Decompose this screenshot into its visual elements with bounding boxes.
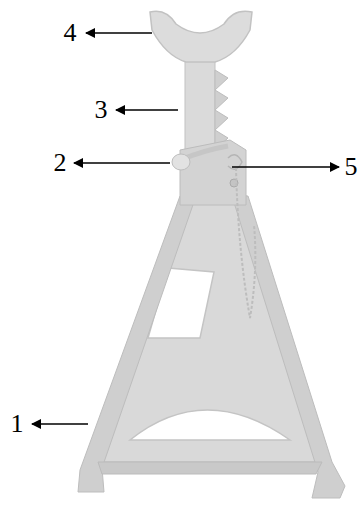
callout-number: 2: [54, 150, 67, 176]
chain: [236, 168, 255, 318]
callout-number: 4: [64, 20, 77, 46]
foot-plate: [98, 462, 322, 474]
callout-number: 5: [345, 154, 358, 180]
leader-arrow: [116, 109, 178, 111]
callout-number: 1: [11, 411, 24, 437]
right-leg: [232, 196, 345, 498]
leader-arrow: [86, 32, 152, 34]
saddle: [150, 11, 252, 62]
leader-arrow: [74, 162, 170, 164]
callout-number: 3: [95, 97, 108, 123]
leader-arrow: [32, 423, 88, 425]
handle-knob: [172, 154, 190, 170]
left-leg: [78, 196, 196, 492]
leader-arrow: [232, 166, 339, 168]
